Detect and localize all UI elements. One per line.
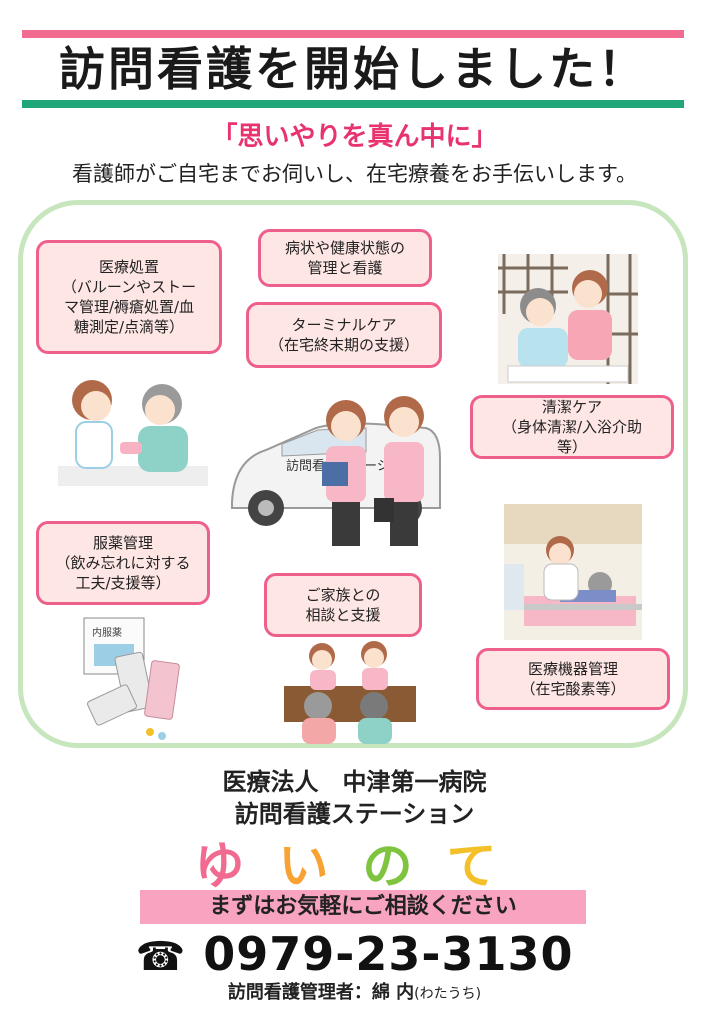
medical-equipment-illustration bbox=[504, 504, 642, 640]
organization-name: 医療法人 中津第一病院 bbox=[222, 768, 487, 796]
page-title: 訪問看護を開始しました！ bbox=[59, 42, 647, 96]
service-terminal-care: ターミナルケア （在宅終末期の支援） bbox=[246, 302, 442, 368]
phone-number-line[interactable]: ☎ 0979-23-3130 bbox=[0, 928, 709, 983]
medication-illustration: 内服薬 bbox=[83, 617, 180, 740]
phone-number[interactable]: 0979-23-3130 bbox=[203, 927, 574, 981]
visiting-car-illustration: 訪問看護ステーシ bbox=[231, 396, 441, 546]
brand-char-4: て bbox=[446, 837, 515, 895]
telephone-icon: ☎ bbox=[135, 934, 187, 980]
family-consultation-illustration bbox=[284, 641, 416, 744]
nurse-patient-illustration bbox=[58, 380, 208, 486]
brand-char-3: の bbox=[362, 837, 431, 895]
brand-char-2: い bbox=[278, 837, 347, 895]
brand-char-1: ゆ bbox=[194, 837, 263, 895]
manager-reading: (わたうち) bbox=[414, 986, 482, 1002]
medicine-bag-label: 内服薬 bbox=[92, 626, 122, 639]
lead-text: 看護師がご自宅までお伺いし、在宅療養をお手伝いします。 bbox=[72, 162, 637, 186]
top-green-rule bbox=[22, 100, 684, 108]
consultation-banner: まずはお気軽にご相談ください bbox=[140, 890, 586, 924]
bedside-care-illustration bbox=[498, 254, 638, 384]
station-name: 訪問看護ステーション bbox=[234, 800, 475, 828]
manager-name: 訪問看護管理者：綿 内 bbox=[227, 982, 415, 1003]
top-pink-rule bbox=[22, 30, 684, 38]
service-equipment: 医療機器管理 （在宅酸素等） bbox=[476, 648, 670, 710]
service-family-support: ご家族との 相談と支援 bbox=[264, 573, 422, 637]
brand-name: ゆいのて bbox=[0, 826, 709, 898]
service-hygiene-care: 清潔ケア （身体清潔/入浴介助 等） bbox=[470, 395, 674, 459]
service-medical-care: 医療処置 （バルーンやストー マ管理/褥瘡処置/血 糖測定/点滴等） bbox=[36, 240, 222, 354]
service-medication: 服薬管理 （飲み忘れに対する 工夫/支援等） bbox=[36, 521, 210, 605]
manager-line: 訪問看護管理者：綿 内(わたうち) bbox=[0, 978, 709, 1004]
service-observation: 病状や健康状態の 管理と看護 bbox=[258, 229, 432, 287]
slogan: 「思いやりを真ん中に」 bbox=[211, 122, 498, 152]
